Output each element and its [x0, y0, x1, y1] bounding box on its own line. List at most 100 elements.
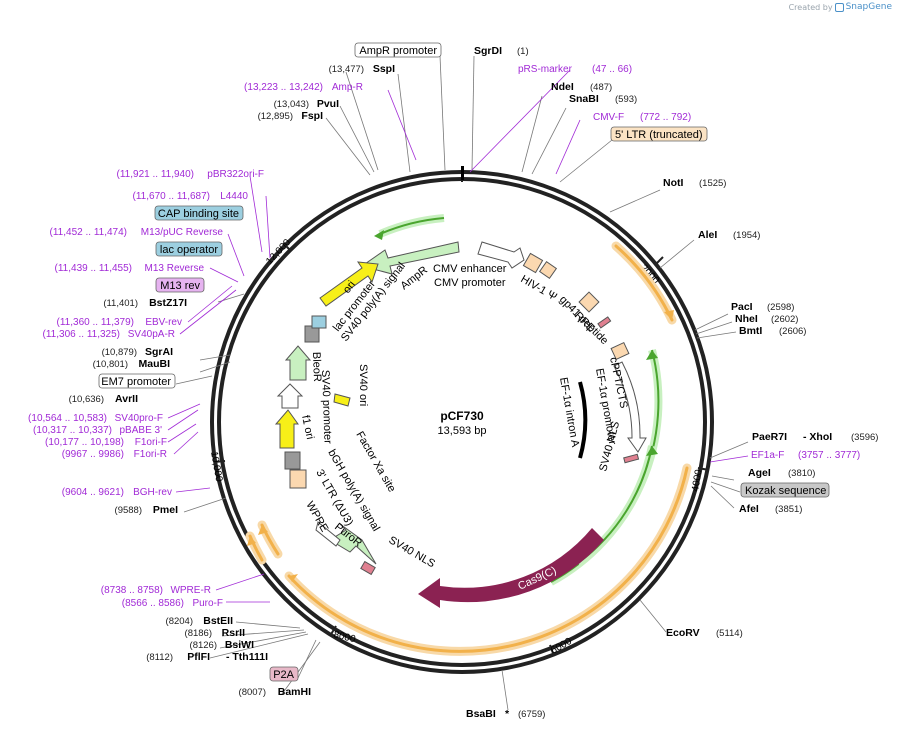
primer-label: F1ori-F	[135, 437, 167, 448]
primer-label: EBV-rev	[145, 317, 182, 328]
primer-position: (11,306 .. 11,325)	[43, 329, 120, 340]
primer-label: M13/pUC Reverse	[141, 227, 224, 238]
plasmid-size: 13,593 bp	[438, 425, 487, 437]
enzyme-label: AfeI	[739, 503, 759, 515]
enzyme-label: NotI	[663, 177, 683, 189]
feature-box-label: AmpR promoter	[359, 45, 437, 57]
enzyme-position: (8112)	[146, 652, 173, 663]
enzyme-position: (2602)	[771, 314, 798, 325]
feature-label: BleoR	[310, 352, 323, 382]
primer-label: SV40pA-R	[128, 329, 175, 340]
primer-position: (3757 .. 3777)	[798, 450, 860, 461]
primer-position: (9604 .. 9621)	[62, 487, 124, 498]
primer-position: (11,921 .. 11,940)	[117, 169, 194, 180]
feature-box-label: lac operator	[160, 244, 218, 256]
primer-label: pBR322ori-F	[207, 169, 264, 180]
enzyme-label: PaeR7I	[752, 431, 787, 443]
enzyme-position: (1954)	[733, 230, 760, 241]
right-labels: SgrDI (1) pRS-marker (47 .. 66) NdeI (48…	[466, 45, 878, 720]
primer-position: (10,564 .. 10,583)	[28, 413, 107, 424]
feature-box-label: CAP binding site	[158, 208, 239, 220]
enzyme-label: SspI	[373, 63, 395, 75]
feature-box	[98, 373, 176, 389]
enzyme-label: SgrDI	[474, 45, 502, 57]
enzyme-note: *	[505, 708, 510, 720]
enzyme-label: - Tth111I	[226, 651, 268, 663]
primer-label: pBABE 3'	[120, 425, 163, 436]
enzyme-position: (8007)	[239, 687, 266, 698]
feature-label: SV40 NLS	[597, 420, 622, 473]
primer-position: (9967 .. 9986)	[62, 449, 124, 460]
feature-label: CMV enhancer	[433, 263, 507, 275]
feature-box	[155, 241, 223, 257]
enzyme-position: (6759)	[518, 709, 545, 720]
enzyme-label: FspI	[301, 110, 323, 122]
feature-box	[154, 205, 244, 221]
enzyme-position: (1)	[517, 46, 529, 57]
enzyme-label: BsaBI	[466, 708, 496, 720]
primer-label: BGH-rev	[133, 487, 172, 498]
primer-label: SV40pro-F	[115, 413, 163, 424]
enzyme-position: (11,401)	[103, 298, 138, 309]
enzyme-label: RsrII	[222, 627, 245, 639]
enzyme-label: MauBI	[139, 358, 171, 370]
enzyme-label: EcoRV	[666, 627, 700, 639]
feature-box	[740, 482, 830, 498]
enzyme-label: BstEII	[203, 615, 233, 627]
feature-label: Factor Xa site	[353, 430, 397, 495]
enzyme-position: (8204)	[166, 616, 193, 627]
primer-position: (47 .. 66)	[592, 64, 632, 75]
enzyme-label: PvuI	[317, 98, 339, 110]
enzyme-position: (10,879)	[102, 347, 137, 358]
green-arrowheads	[374, 230, 658, 456]
enzyme-label: PacI	[731, 301, 753, 313]
feature-box	[354, 42, 442, 58]
feature-label: HIV-1 Ψ	[519, 273, 559, 303]
enzyme-position: (3851)	[775, 504, 802, 515]
primer-position: (11,452 .. 11,474)	[50, 227, 127, 238]
enzyme-label: AgeI	[748, 467, 771, 479]
enzyme-label: SgrAI	[145, 346, 173, 358]
feature-label: SV40 NLS	[387, 534, 437, 570]
enzyme-label: PmeI	[153, 504, 178, 516]
enzyme-label: PflFI	[187, 651, 210, 663]
feature-label: ori	[341, 279, 358, 296]
enzyme-label: BmtI	[739, 325, 762, 337]
primer-position: (8738 .. 8758)	[101, 585, 163, 596]
enzyme-label: SnaBI	[569, 93, 599, 105]
primer-position: (11,439 .. 11,455)	[55, 263, 132, 274]
enzyme-label: - XhoI	[803, 431, 832, 443]
left-labels: AmpR promoter SspI (13,477) Amp-R (13,22…	[28, 42, 442, 698]
feature-box-label: P2A	[273, 669, 294, 681]
feature-box-label: Kozak sequence	[745, 485, 826, 497]
leader-lines	[175, 55, 749, 711]
primer-lines	[167, 69, 749, 603]
primer-position: (8566 .. 8586)	[122, 598, 184, 609]
feature-label: SV40 promoter	[319, 370, 334, 445]
tick-label: 4000	[690, 468, 705, 492]
primer-label: F1ori-R	[134, 449, 167, 460]
origin-mark	[461, 166, 464, 180]
ef1a-bracket	[578, 381, 588, 459]
enzyme-label: BamHI	[278, 686, 311, 698]
snapgene-credit: Created by SnapGene	[789, 2, 892, 12]
enzyme-position: (9588)	[115, 505, 142, 516]
enzyme-position: (3810)	[788, 468, 815, 479]
enzyme-position: (5114)	[716, 628, 743, 639]
feature-box	[269, 666, 299, 682]
enzyme-label: BsiWI	[225, 639, 254, 651]
snapgene-logo-icon	[834, 2, 844, 12]
enzyme-position: (1525)	[699, 178, 726, 189]
credit-brand: SnapGene	[845, 2, 892, 12]
enzyme-position: (12,895)	[258, 111, 293, 122]
enzyme-position: (3596)	[851, 432, 878, 443]
feature-label: SV40 ori	[357, 364, 369, 406]
tick-label: 10,000	[208, 451, 224, 483]
orange-arrowheads	[247, 310, 674, 582]
enzyme-position: (13,043)	[274, 99, 309, 110]
primer-position: (11,670 .. 11,687)	[133, 191, 210, 202]
feature-box-label: M13 rev	[160, 280, 200, 292]
feature-box-label: EM7 promoter	[101, 376, 171, 388]
enzyme-position: (8186)	[185, 628, 212, 639]
primer-position: (13,223 .. 13,242)	[244, 82, 323, 93]
